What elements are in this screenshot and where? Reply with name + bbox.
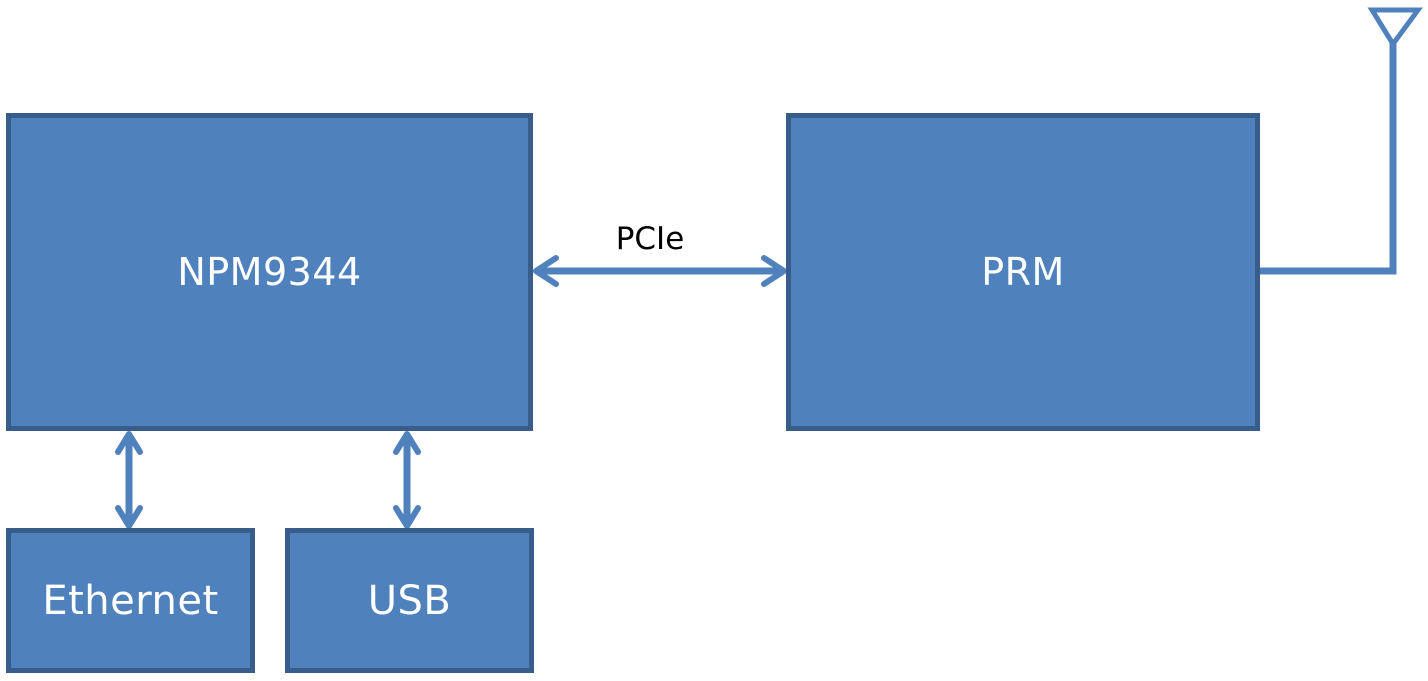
ethernet-label: Ethernet (42, 577, 219, 624)
antenna-feed-line (1260, 40, 1397, 275)
pcie-link-label: PCIe (615, 221, 685, 257)
usb-label: USB (367, 577, 452, 624)
prm-block: PRM (786, 113, 1260, 431)
npm9344-block: NPM9344 (6, 113, 533, 431)
ethernet-block: Ethernet (6, 528, 255, 673)
npm9344-label: NPM9344 (177, 250, 362, 294)
usb-block: USB (285, 528, 534, 673)
prm-label: PRM (981, 250, 1065, 294)
ethernet-link-arrow (115, 431, 143, 529)
usb-link-arrow (393, 431, 421, 529)
pcie-link-arrow (533, 255, 787, 287)
antenna-icon (1367, 7, 1423, 49)
